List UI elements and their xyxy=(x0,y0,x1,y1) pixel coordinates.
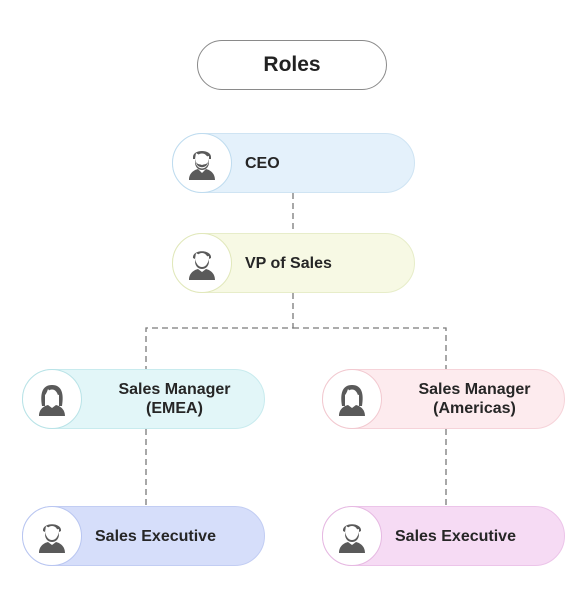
node-ceo-label: CEO xyxy=(245,154,280,172)
node-sales-executive-americas: Sales Executive xyxy=(321,505,565,566)
node-sales-manager-emea: Sales Manager (EMEA) xyxy=(21,368,266,429)
connector-vp-managers xyxy=(145,293,294,369)
node-sales-manager-americas-label: Sales Manager (Americas) xyxy=(383,370,566,428)
node-vp-of-sales: VP of Sales xyxy=(171,232,415,293)
node-sales-executive-emea-label: Sales Executive xyxy=(95,527,216,545)
node-sales-executive-emea: Sales Executive xyxy=(21,505,265,566)
connector-vp-managers-right xyxy=(293,327,447,369)
man-bearded-icon xyxy=(171,132,232,193)
woman-icon xyxy=(21,368,82,429)
node-sales-manager-emea-text: Sales Manager (EMEA) xyxy=(118,381,231,417)
node-vp-of-sales-label: VP of Sales xyxy=(245,254,332,272)
man-icon xyxy=(321,505,382,566)
roles-title: Roles xyxy=(197,40,387,90)
node-sales-manager-emea-label: Sales Manager (EMEA) xyxy=(83,370,266,428)
node-sales-executive-americas-label: Sales Executive xyxy=(395,527,516,545)
roles-title-text: Roles xyxy=(263,53,321,76)
man-icon xyxy=(171,232,232,293)
woman-icon xyxy=(321,368,382,429)
man-icon xyxy=(21,505,82,566)
node-ceo: CEO xyxy=(171,132,415,193)
node-sales-manager-americas: Sales Manager (Americas) xyxy=(321,368,566,429)
node-sales-manager-americas-text: Sales Manager (Americas) xyxy=(418,381,531,417)
